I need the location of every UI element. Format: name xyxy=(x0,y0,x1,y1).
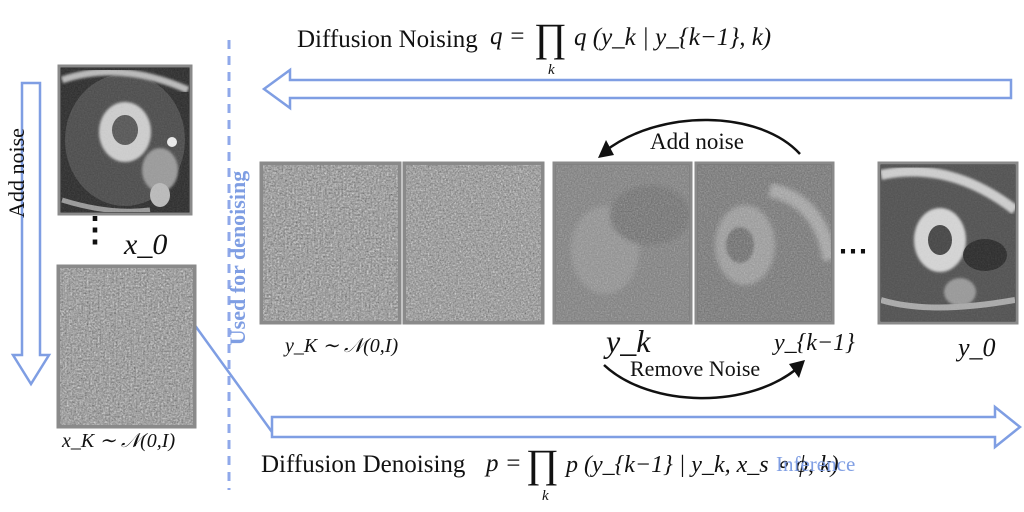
middle-add-noise-label: Add noise xyxy=(650,129,744,154)
divider-label: Used for denoising xyxy=(225,170,250,346)
denoising-formula-lhs: p = xyxy=(486,450,522,477)
noising-formula-lhs: q = xyxy=(490,23,526,50)
add-noise-curve-arrowhead xyxy=(598,140,614,158)
xK-label: x_K ∼ 𝒩(0,I) xyxy=(62,430,176,452)
yk-image xyxy=(552,161,693,325)
remove-noise-label: Remove Noise xyxy=(630,356,761,381)
yK-noise-image xyxy=(259,161,402,325)
noising-formula-rhs: q (y_k | y_{k−1}, k) xyxy=(574,24,772,51)
left-add-noise-label: Add noise xyxy=(3,128,29,218)
x0-image xyxy=(57,64,193,216)
add-noise-curve-arrow xyxy=(603,118,801,155)
noise-image-2 xyxy=(402,161,545,325)
add-noise-down-arrow xyxy=(10,81,52,387)
y0-label: y_0 xyxy=(958,333,996,362)
x0-label: x_0 xyxy=(124,228,168,261)
xK-noise-image xyxy=(56,264,197,429)
yK-label: y_K ∼ 𝒩(0,I) xyxy=(285,335,399,357)
noising-formula-sub: k xyxy=(548,62,555,78)
left-vertical-dots: ⋮ xyxy=(78,212,112,249)
noising-arrow xyxy=(261,67,1013,111)
denoising-title: Diffusion Denoising xyxy=(261,451,466,478)
denoising-arrow xyxy=(270,404,1023,450)
denoising-formula-sub: k xyxy=(542,488,549,504)
yk-label: y_k xyxy=(606,323,651,359)
denoising-formula-prod: ∏ xyxy=(526,441,559,486)
yk-minus-1-image xyxy=(694,161,835,325)
yk-minus-1-label: y_{k−1} xyxy=(774,330,855,356)
inference-connector xyxy=(184,312,274,433)
inference-tag: Inference xyxy=(776,452,856,476)
noising-title: Diffusion Noising xyxy=(297,26,478,53)
noising-formula-prod: ∏ xyxy=(534,15,567,60)
y0-image xyxy=(877,161,1019,325)
remove-noise-curve-arrowhead xyxy=(789,360,805,378)
remove-noise-curve-arrow xyxy=(603,364,801,400)
horizontal-dots: ⋯ xyxy=(838,235,868,268)
denoising-formula-rhs: p (y_{k−1} | y_k, x_s ∘ ϕ, k) xyxy=(566,452,839,478)
